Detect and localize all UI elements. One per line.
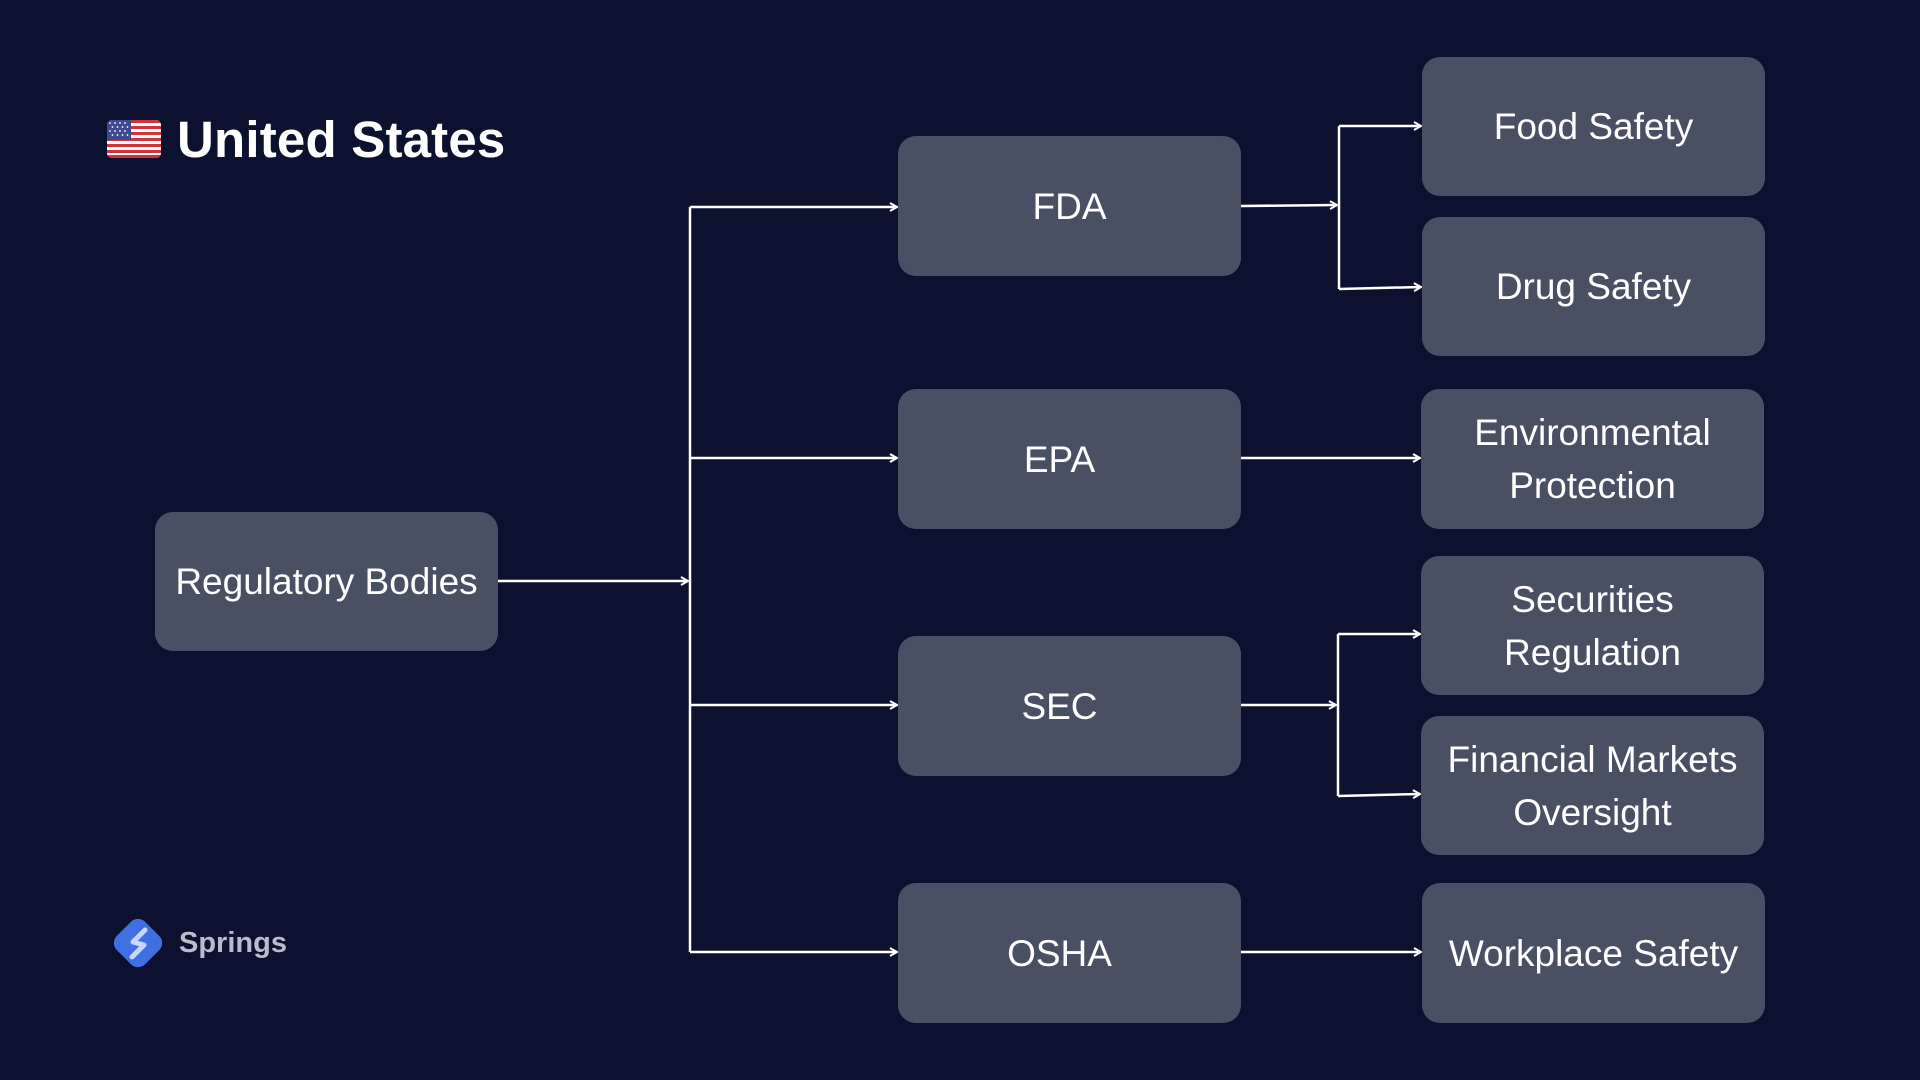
title-text: United States xyxy=(177,110,506,168)
connector-sec-financial xyxy=(1337,794,1420,796)
node-label-line2: Regulation xyxy=(1504,631,1681,673)
node-workplace-safety: Workplace Safety xyxy=(1422,883,1765,1023)
connector-fda-branch xyxy=(1240,205,1337,206)
brand: Springs xyxy=(107,912,287,974)
node-sec: SEC xyxy=(898,636,1241,776)
node-label-line1: Financial Markets xyxy=(1447,738,1738,780)
node-label: EPA xyxy=(1023,438,1096,480)
node-food-safety: Food Safety xyxy=(1422,57,1765,196)
node-label-line2: Oversight xyxy=(1513,791,1672,833)
node-label: OSHA xyxy=(1007,932,1112,974)
springs-logo-icon xyxy=(113,918,163,968)
node-label: Workplace Safety xyxy=(1448,932,1739,974)
node-label: Drug Safety xyxy=(1495,266,1692,307)
us-flag-icon xyxy=(107,120,161,158)
node-label: Food Safety xyxy=(1493,106,1694,147)
node-environmental-protection: Environmental Protection xyxy=(1421,389,1764,529)
node-securities-regulation: Securities Regulation xyxy=(1421,556,1764,695)
node-label: Regulatory Bodies xyxy=(175,561,478,602)
node-regulatory-bodies: Regulatory Bodies xyxy=(155,512,498,651)
node-label-line1: Securities xyxy=(1511,578,1674,620)
node-label-line2: Protection xyxy=(1509,465,1676,506)
node-financial-markets-oversight: Financial Markets Oversight xyxy=(1421,716,1764,855)
brand-name: Springs xyxy=(179,926,287,959)
node-label: SEC xyxy=(1021,685,1098,727)
node-osha: OSHA xyxy=(898,883,1241,1023)
node-label-line1: Environmental xyxy=(1474,412,1711,453)
node-drug-safety: Drug Safety xyxy=(1422,217,1765,356)
page-title: United States xyxy=(107,106,506,172)
node-fda: FDA xyxy=(898,136,1241,276)
node-epa: EPA xyxy=(898,389,1241,529)
node-label: FDA xyxy=(1032,185,1107,227)
connector-fda-drug xyxy=(1338,287,1421,289)
